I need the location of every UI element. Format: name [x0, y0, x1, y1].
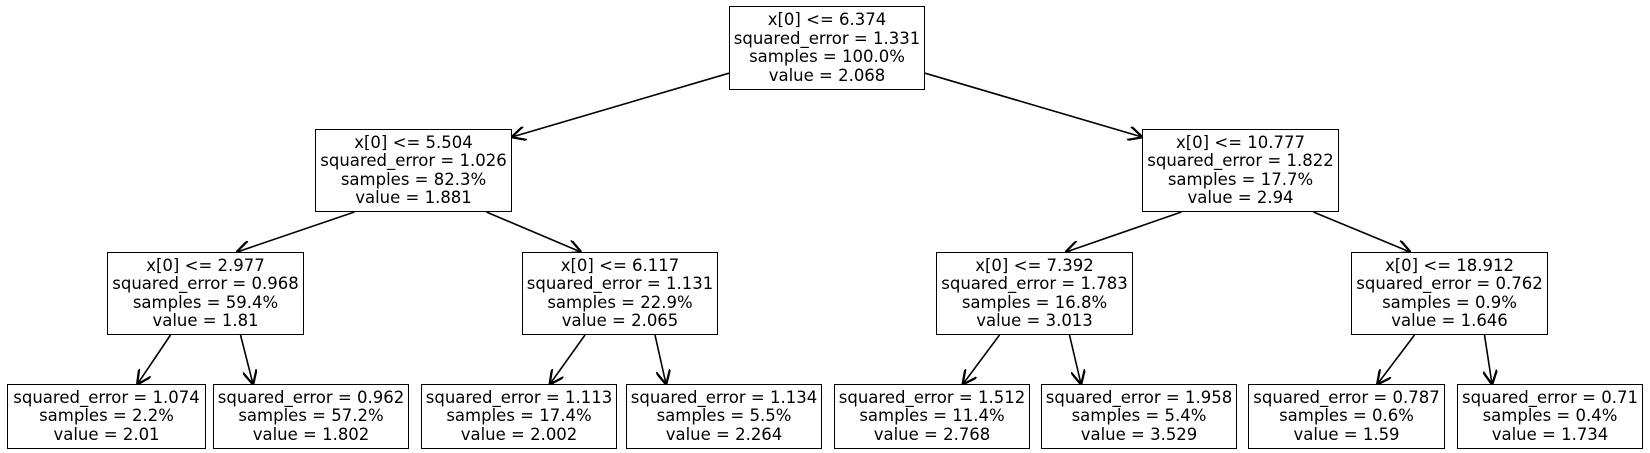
tree-edge-n1-n3: [237, 211, 355, 252]
node-line: squared_error = 0.787: [1253, 387, 1440, 407]
node-line: samples = 0.9%: [1382, 292, 1517, 312]
node-line: squared_error = 1.822: [1147, 151, 1334, 170]
node-line: squared_error = 0.762: [1356, 274, 1543, 293]
node-line: value = 1.81: [152, 311, 259, 330]
node-line: value = 2.01: [53, 424, 160, 444]
tree-edge-n5-n11: [963, 334, 1001, 384]
tree-edge-n0-n2: [924, 72, 1142, 137]
node-line: value = 2.002: [460, 424, 578, 444]
tree-edge-n1-n4: [486, 211, 580, 252]
node-line: squared_error = 1.074: [13, 387, 200, 407]
node-line: samples = 2.2%: [39, 406, 174, 426]
node-line: value = 1.734: [1491, 424, 1609, 444]
node-line: squared_error = 1.131: [526, 274, 714, 293]
node-line: x[0] <= 10.777: [1175, 132, 1305, 152]
tree-edge-n6-n14: [1485, 334, 1493, 384]
node-line: samples = 100.0%: [749, 47, 905, 66]
tree-edge-n4-n10: [654, 334, 666, 384]
node-line: samples = 17.7%: [1167, 169, 1314, 189]
node-line: value = 1.802: [252, 424, 370, 444]
node-line: value = 3.529: [1080, 424, 1198, 444]
node-line: value = 2.264: [665, 424, 783, 444]
node-line: samples = 22.9%: [547, 292, 693, 312]
node-line: samples = 5.5%: [656, 406, 792, 426]
node-line: samples = 57.2%: [238, 406, 384, 426]
node-line: value = 2.94: [1187, 188, 1294, 207]
node-line: squared_error = 1.134: [630, 387, 818, 407]
node-line: value = 2.068: [768, 65, 886, 85]
node-line: squared_error = 0.968: [112, 274, 299, 293]
node-line: x[0] <= 7.392: [975, 255, 1094, 275]
node-line: value = 1.59: [1293, 424, 1400, 444]
node-line: samples = 0.6%: [1279, 406, 1414, 426]
node-line: squared_error = 1.783: [941, 274, 1128, 293]
tree-edge-n3-n8: [239, 334, 254, 384]
node-line: x[0] <= 2.977: [146, 255, 265, 275]
node-line: value = 1.881: [355, 188, 472, 207]
node-line: samples = 59.4%: [132, 292, 279, 312]
node-line: samples = 5.4%: [1071, 406, 1207, 426]
node-line: samples = 16.8%: [961, 292, 1108, 312]
tree-edge-n2-n5: [1066, 211, 1182, 252]
node-line: x[0] <= 6.374: [767, 10, 887, 29]
node-line: samples = 82.3%: [340, 169, 487, 189]
node-line: squared_error = 0.962: [217, 387, 405, 407]
tree-edge-n5-n12: [1068, 334, 1082, 384]
node-line: samples = 17.4%: [446, 406, 592, 426]
node-line: value = 2.768: [873, 424, 991, 444]
node-line: samples = 11.4%: [859, 406, 1005, 426]
node-line: x[0] <= 5.504: [354, 132, 473, 152]
node-line: squared_error = 1.512: [838, 387, 1026, 407]
tree-edge-n4-n9: [550, 334, 586, 384]
node-line: value = 2.065: [561, 311, 679, 330]
node-line: value = 1.646: [1391, 311, 1508, 330]
node-line: x[0] <= 18.912: [1384, 255, 1514, 275]
node-line: squared_error = 1.958: [1045, 387, 1233, 407]
tree-edge-n2-n6: [1313, 211, 1410, 252]
node-line: squared_error = 1.331: [733, 28, 921, 48]
tree-edge-n3-n7: [138, 334, 172, 384]
node-line: x[0] <= 6.117: [560, 255, 680, 275]
tree-edge-n6-n13: [1378, 334, 1416, 384]
node-line: squared_error = 1.113: [425, 387, 613, 407]
node-line: squared_error = 0.71: [1462, 387, 1638, 407]
node-line: value = 3.013: [976, 311, 1093, 330]
node-line: samples = 0.4%: [1482, 406, 1618, 426]
tree-edge-n0-n1: [512, 72, 730, 137]
node-line: squared_error = 1.026: [320, 151, 507, 170]
